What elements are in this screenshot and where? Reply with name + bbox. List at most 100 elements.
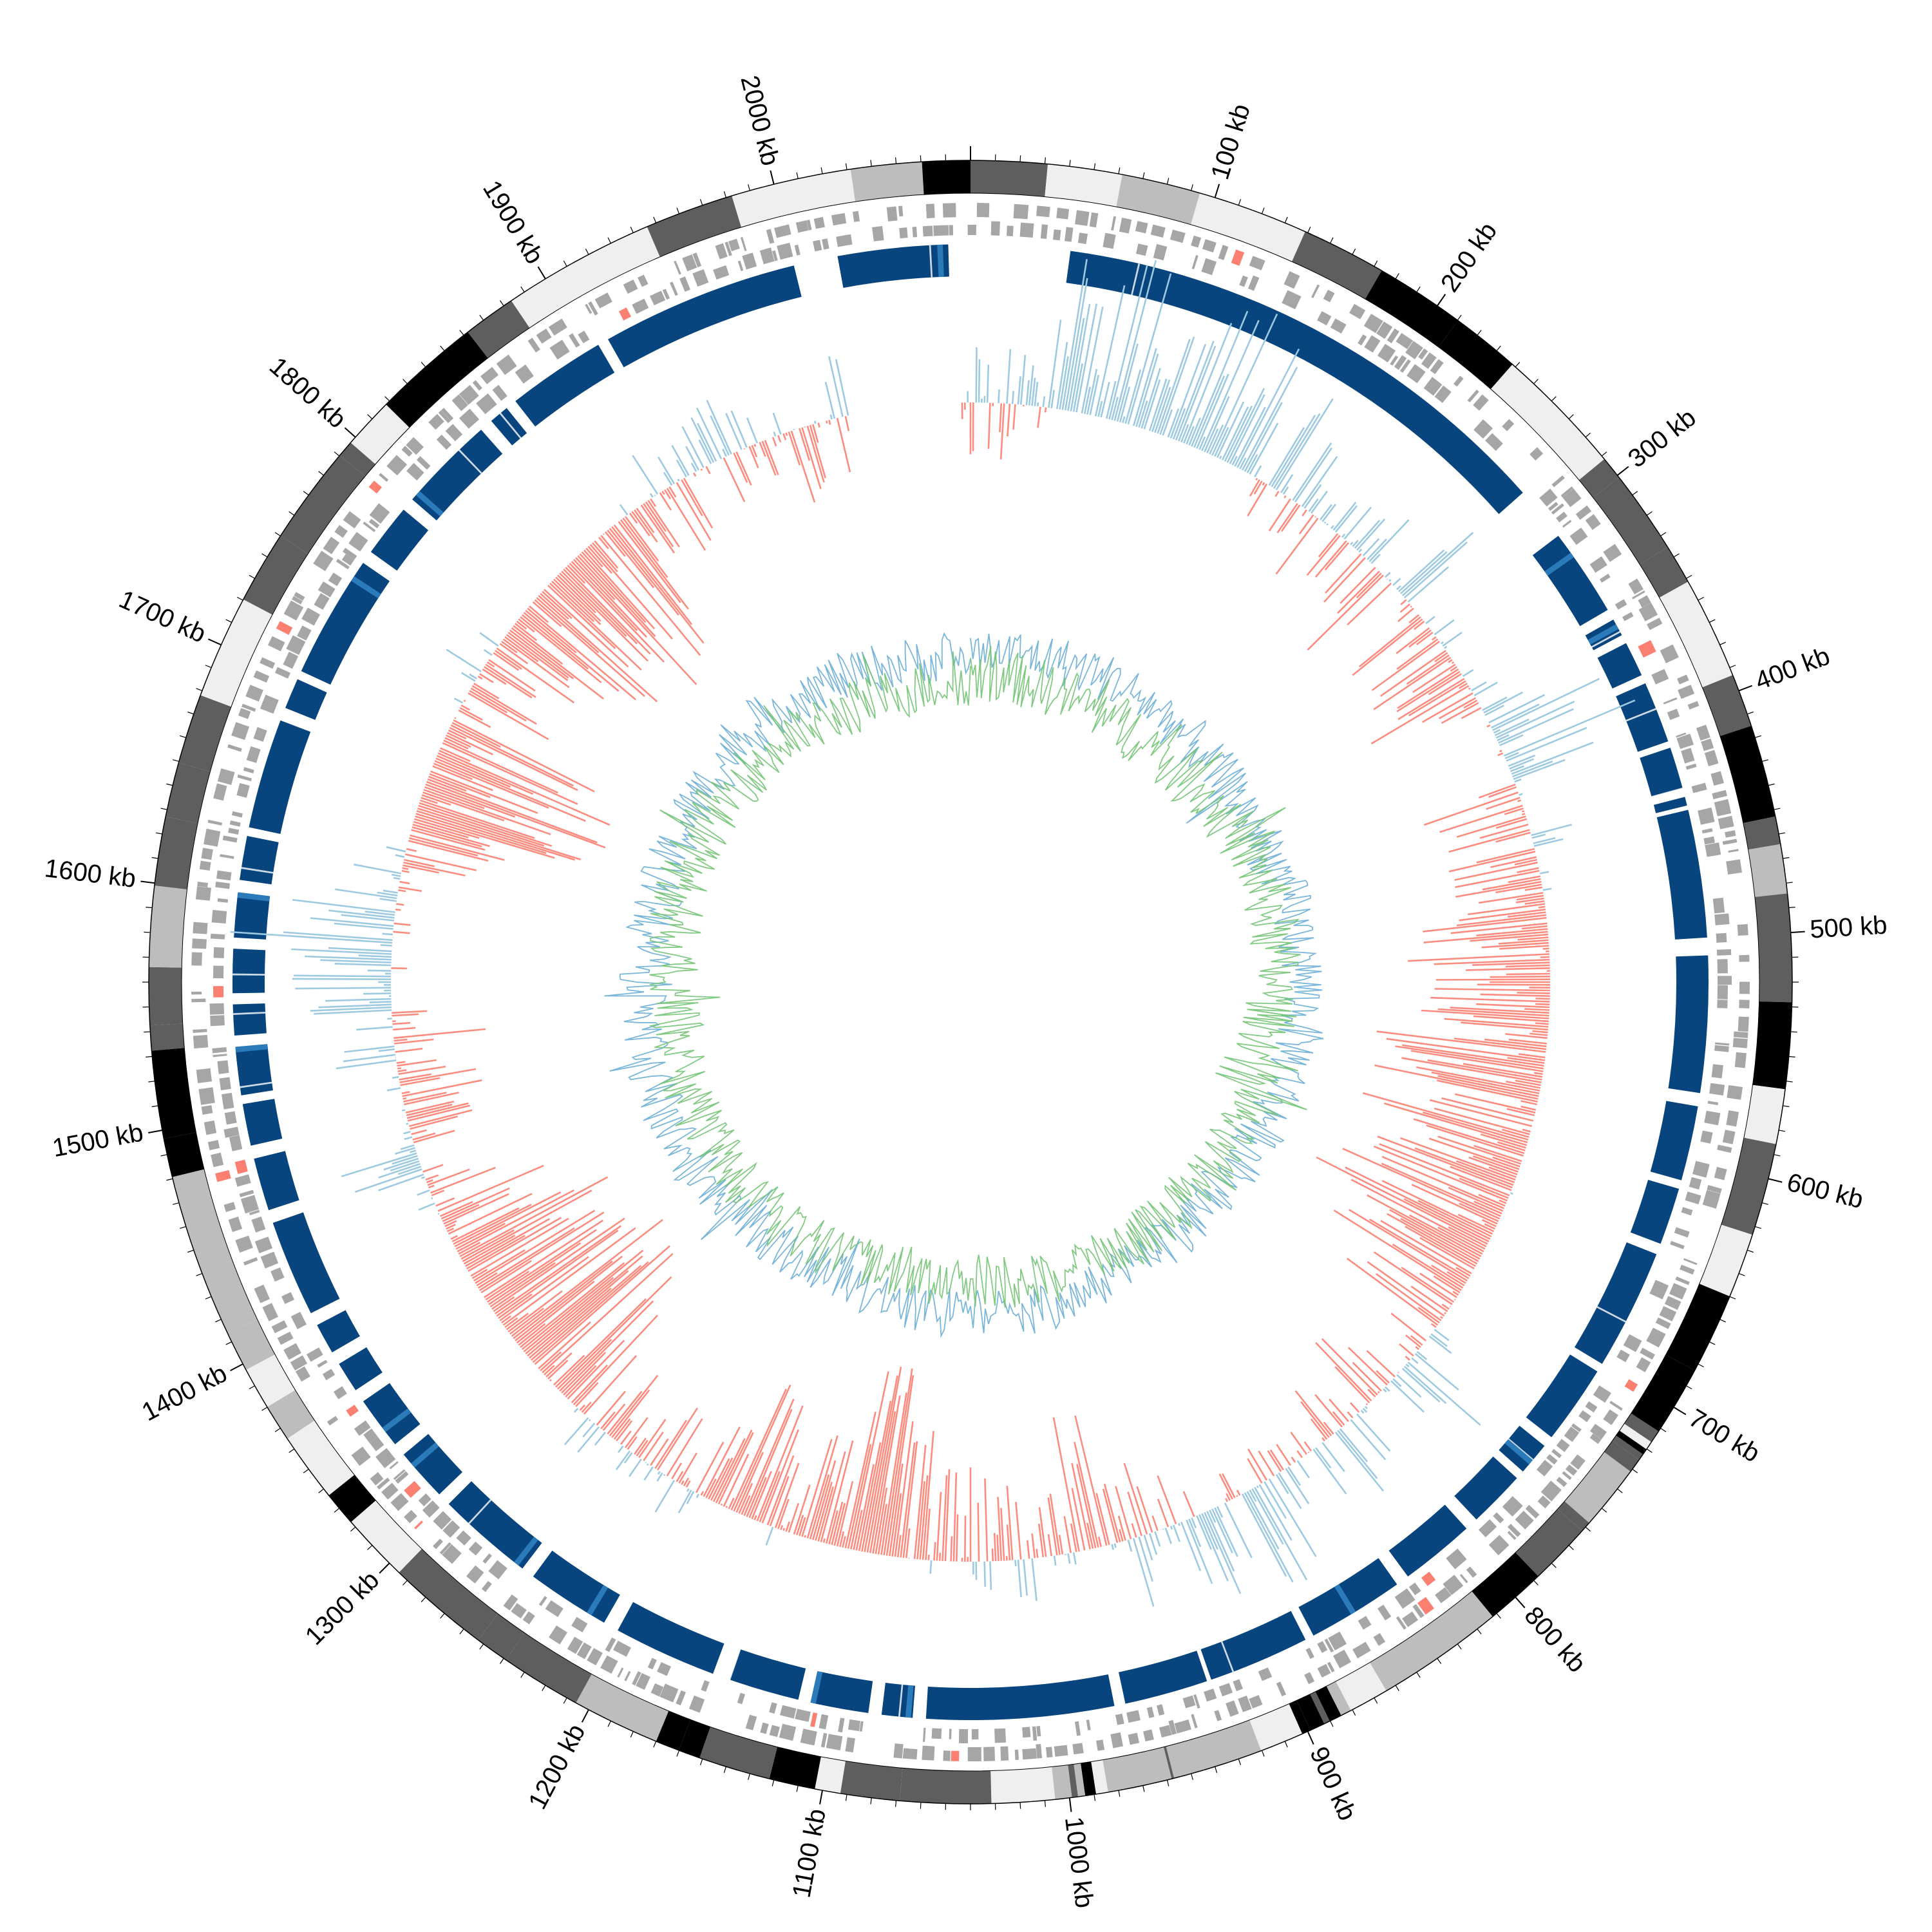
gene-mark [445,424,463,442]
gene-mark [1019,222,1034,238]
gene-mark [1377,1604,1392,1621]
gene-mark [239,1189,254,1198]
gene-mark [1680,1264,1695,1275]
outer-band-segment [572,227,660,292]
gene-mark [990,221,1000,236]
block-highlight [937,244,944,278]
outer-band-segment [1578,459,1619,498]
gene-mark [637,274,649,287]
gene-mark [363,1428,378,1443]
gene-mark [1358,1616,1372,1630]
minor-tick [318,471,324,476]
line-series-blue [604,632,1324,1338]
gene-mark [1707,1101,1719,1106]
position-label: 1800 kb [264,352,352,433]
gene-mark [1214,1710,1222,1721]
blue-block [232,949,266,994]
minor-tick [1118,1790,1121,1797]
gene-mark [229,1135,243,1151]
gene-mark [1376,321,1393,339]
gene-mark [267,636,285,652]
gene-mark [1599,573,1611,583]
minor-tick [1786,882,1793,884]
gene-mark [503,1594,518,1611]
gene-mark [1685,1191,1701,1205]
gene-mark [713,265,730,280]
gene-mark [442,1544,462,1564]
block-highlight [237,892,270,902]
gene-mark [1712,897,1725,914]
gene-mark [1716,949,1732,956]
gene-mark [578,330,590,344]
gene-mark [418,1493,431,1506]
minor-tick [1215,1766,1218,1773]
gene-mark [466,1565,484,1584]
minor-tick [723,191,726,198]
blue-block [811,1671,873,1713]
gene-mark [1075,210,1090,226]
minor-tick [334,1508,340,1513]
inner-ring-edge [181,193,1760,1772]
major-tick [1768,1178,1783,1183]
gene-mark [1739,999,1750,1009]
gene-mark [1537,1495,1551,1509]
gene-mark [777,242,793,260]
gene-mark [613,1640,631,1657]
gene-mark [569,333,580,348]
gene-mark [1551,475,1565,488]
outer-band-segment [200,599,272,707]
gene-mark [1647,618,1663,630]
minor-tick [1729,665,1736,668]
minor-tick [1307,227,1311,233]
gene-mark [243,767,254,773]
gene-mark [334,525,348,538]
gene-mark [193,1028,207,1033]
gene-mark [657,1662,671,1676]
gene-mark [283,1343,301,1360]
outer-band-segment [1336,1662,1387,1711]
outer-band-segment [1218,202,1305,262]
gene-mark [1722,1130,1736,1144]
outer-band-segment [1249,1703,1303,1751]
gene-mark [1727,1085,1743,1100]
gene-mark [1349,303,1366,319]
minor-tick [772,1779,775,1786]
gene-mark [1714,1045,1729,1052]
gene-mark [745,1714,757,1730]
gene-mark [1502,419,1515,431]
gene-mark [1676,732,1687,738]
outer-band-segment [280,455,365,554]
gene-mark [1305,1647,1314,1659]
gene-mark [1700,1130,1713,1144]
gene-mark [1282,290,1302,310]
block-gap [1131,263,1141,296]
gene-mark [488,1560,507,1580]
minor-tick [151,857,158,859]
gene-mark [769,1725,780,1738]
gene-mark [1146,1707,1155,1718]
outer-band-segment [1604,1441,1640,1472]
gene-mark [527,337,540,353]
gene-mark [1488,1535,1510,1556]
minor-tick [334,451,340,457]
gene-mark [260,657,276,669]
minor-tick [1686,1385,1692,1390]
gene-mark [375,1448,396,1468]
gene-mark [922,225,933,237]
gene-mark [1615,599,1627,610]
gene-mark [659,1683,679,1703]
gene-mark [1168,1719,1177,1735]
gene-mark [1548,502,1558,511]
gene-mark [1675,1276,1690,1285]
gene-mark [1153,243,1168,261]
outer-band-segment [922,160,971,195]
position-label: 700 kb [1684,1404,1765,1468]
gene-mark [1377,343,1396,363]
gene-mark [838,1718,845,1733]
minor-tick [563,260,567,267]
gene-mark [1324,1638,1334,1653]
blue-block [272,1212,340,1314]
gene-mark [262,1303,279,1321]
gene-mark [327,1416,339,1426]
gene-mark [1616,1349,1630,1363]
